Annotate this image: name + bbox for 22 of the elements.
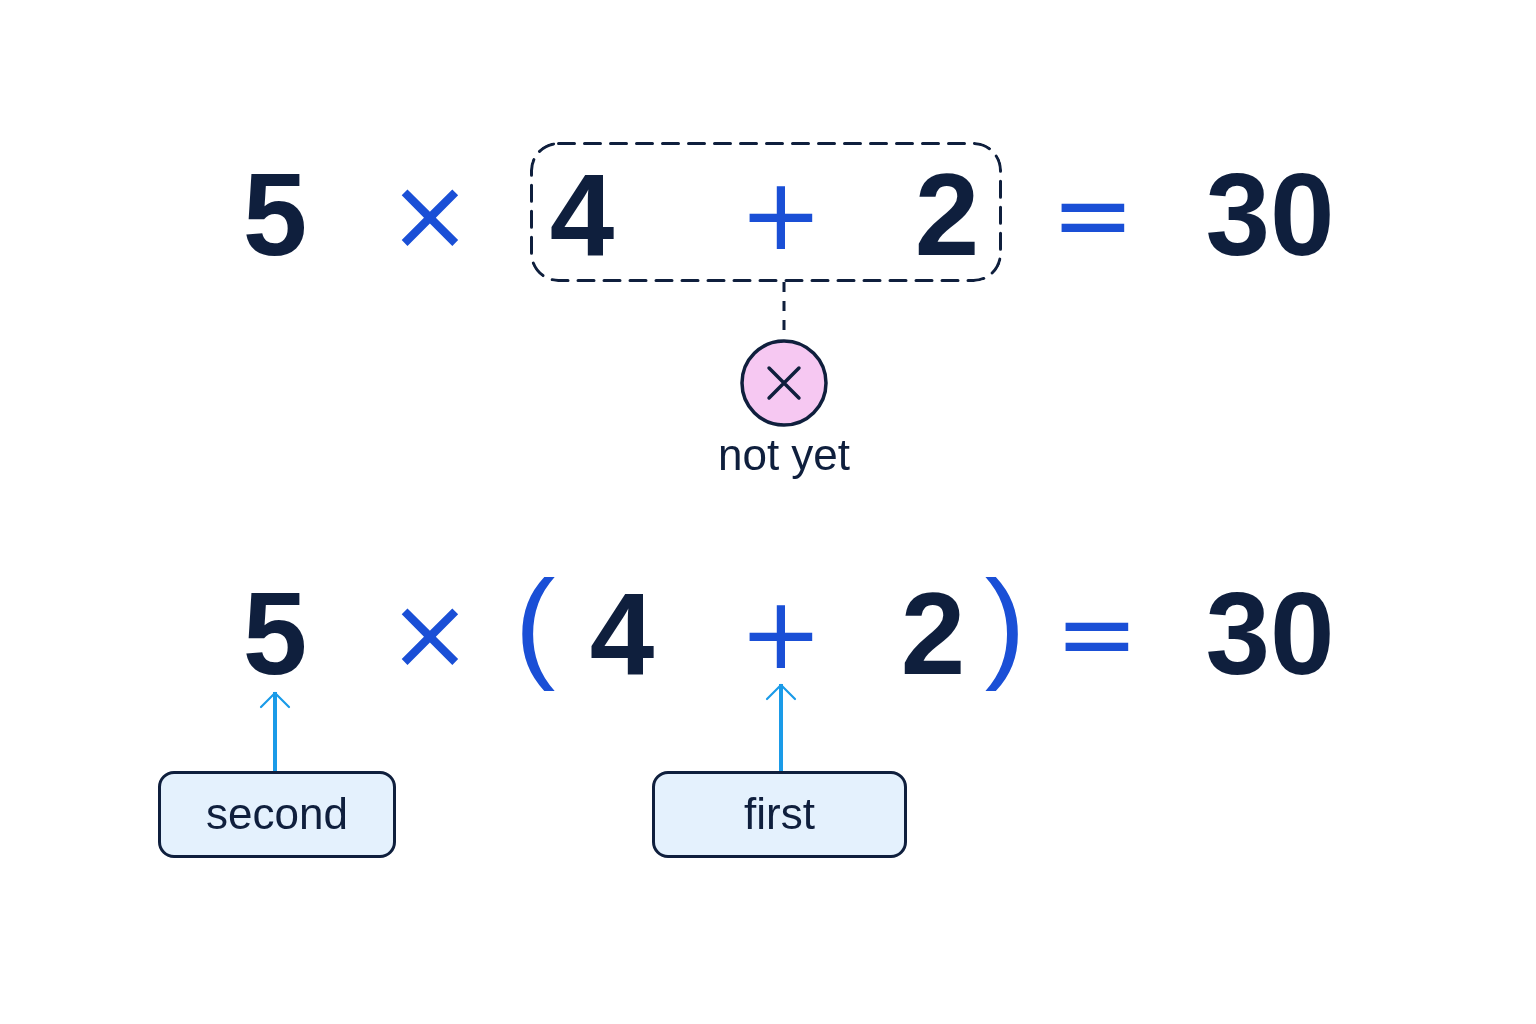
number: 2	[914, 157, 980, 273]
plus-sign: +	[739, 165, 823, 265]
number: 30	[1205, 157, 1335, 273]
times-sign: ×	[388, 584, 472, 684]
step-label: first	[652, 771, 907, 858]
step-label: second	[158, 771, 396, 858]
parenthesis: (	[514, 554, 556, 694]
plus-sign: +	[739, 584, 823, 684]
times-sign: ×	[388, 165, 472, 265]
number: 5	[242, 157, 308, 273]
dashed-frame	[530, 142, 1002, 282]
number: 4	[589, 576, 655, 692]
parenthesis: )	[984, 554, 1026, 694]
number: 5	[242, 576, 308, 692]
equals-sign: =	[1055, 584, 1139, 684]
number: 2	[900, 576, 966, 692]
number: 30	[1205, 576, 1335, 692]
node-label: not yet	[717, 431, 851, 480]
arrow	[259, 691, 291, 771]
number: 4	[549, 157, 615, 273]
equals-sign: =	[1051, 165, 1135, 265]
arrow	[765, 683, 797, 771]
